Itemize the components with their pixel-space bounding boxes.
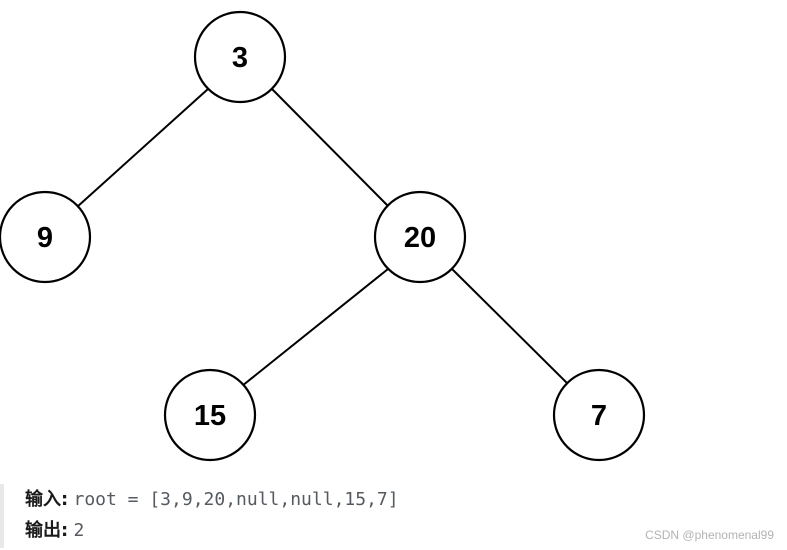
input-value: root = [3,9,20,null,null,15,7] [73, 489, 399, 510]
edge-3-20 [271, 88, 388, 206]
tree-node: 7 [552, 368, 646, 462]
node-circle [0, 190, 92, 284]
tree-edges [76, 88, 570, 387]
output-value: 2 [73, 520, 85, 541]
edge-20-15 [241, 268, 389, 387]
input-line: 输入: root = [3,9,20,null,null,15,7] [25, 487, 399, 513]
tree-nodes: 3 9 20 15 7 [0, 10, 646, 462]
node-circle [193, 10, 287, 104]
tree-node: 15 [163, 368, 257, 462]
quote-bar [0, 484, 4, 548]
node-circle [163, 368, 257, 462]
tree-node: 9 [0, 190, 92, 284]
node-label: 3 [232, 42, 248, 74]
watermark: CSDN @phenomenal99 [645, 528, 774, 542]
output-line: 输出: 2 [25, 518, 84, 544]
input-label: 输入: [25, 489, 69, 510]
tree-node: 20 [373, 190, 467, 284]
node-circle [373, 190, 467, 284]
edge-20-7 [451, 268, 570, 386]
output-label: 输出: [25, 520, 69, 541]
edge-3-9 [76, 88, 209, 208]
node-label: 20 [404, 222, 436, 254]
tree-node: 3 [193, 10, 287, 104]
node-circle [552, 368, 646, 462]
binary-tree-diagram: 3 9 20 15 7 [0, 10, 646, 462]
node-label: 9 [37, 222, 53, 254]
node-label: 15 [194, 400, 226, 432]
node-label: 7 [591, 400, 607, 432]
example-block: 输入: root = [3,9,20,null,null,15,7] 输出: 2 [0, 480, 600, 550]
